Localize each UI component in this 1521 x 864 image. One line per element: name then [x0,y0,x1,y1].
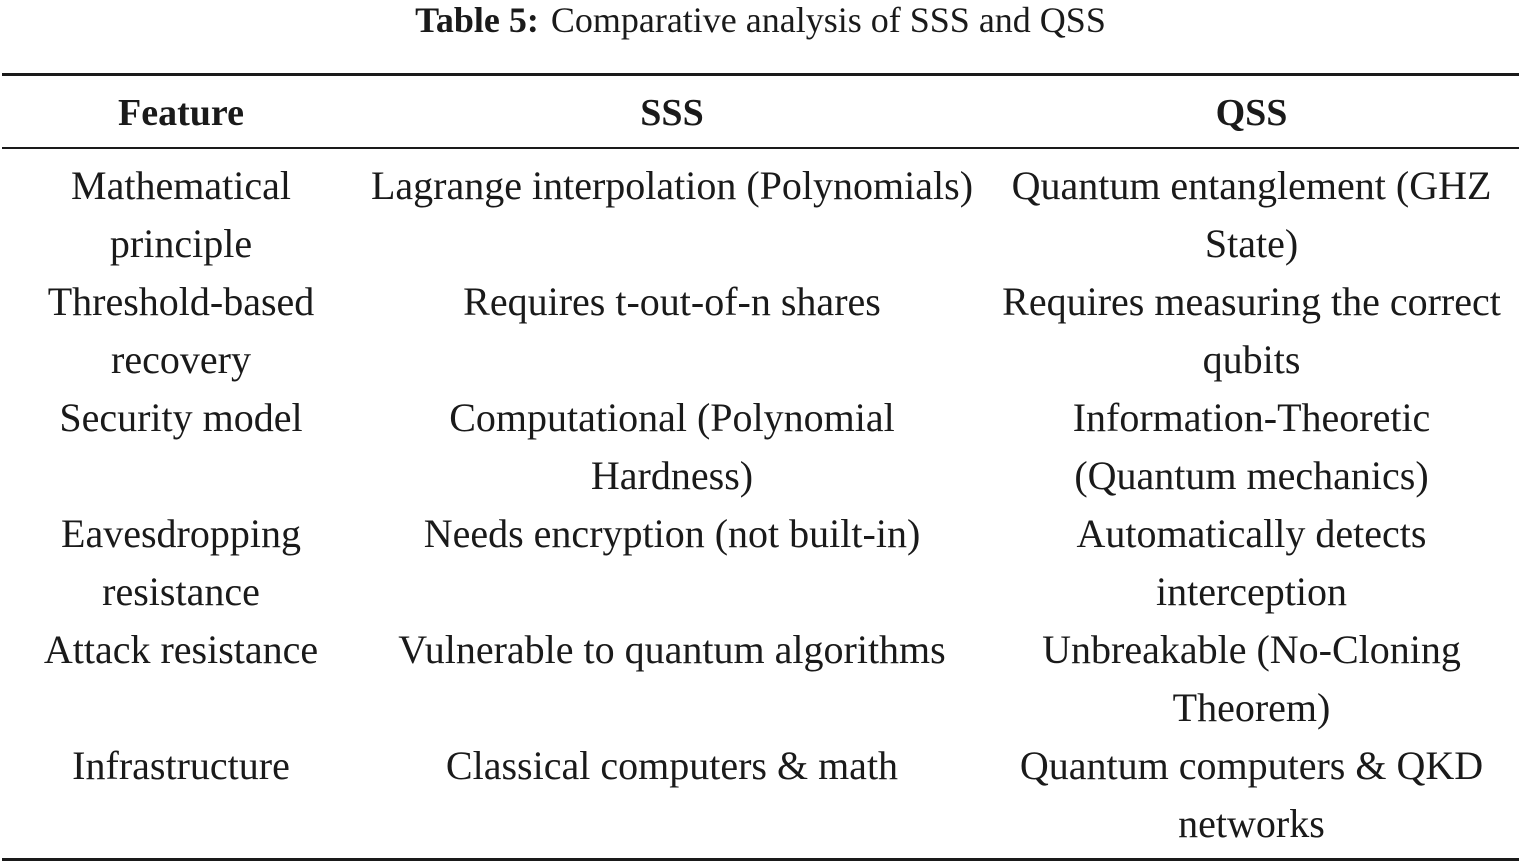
cell-feature: Security model [59,395,303,440]
cell-feature: Mathematical principle [71,163,291,266]
cell-sss: Lagrange interpolation (Polynomials) [370,163,974,208]
table-row: Threshold-based recovery Requires t-out-… [0,273,1521,389]
table-row: Mathematical principle Lagrange interpol… [0,157,1521,273]
table-row: Attack resistance Vulnerable to quantum … [0,621,1521,737]
table-row: Infrastructure Classical computers & mat… [0,737,1521,853]
top-rule [2,73,1519,76]
cell-feature: Eavesdropping resistance [61,511,301,614]
cell-sss: Vulnerable to quantum algorithms [398,627,946,672]
table-caption-label: Table 5: [415,0,539,40]
cell-qss: Quantum computers & QKD networks [1019,743,1484,846]
header-row: Feature SSS QSS [0,80,1521,147]
header-rule [2,147,1519,149]
cell-sss: Computational (Polynomial Hardness) [449,395,895,498]
cell-qss: Information-Theoretic (Quantum mechanics… [1072,395,1431,498]
bottom-rule [2,858,1519,861]
header-qss: QSS [1215,92,1288,134]
cell-qss: Unbreakable (No-Cloning Theorem) [1042,627,1461,730]
cell-qss: Quantum entanglement (GHZ State) [1011,163,1492,266]
cell-feature: Threshold-based recovery [47,279,315,382]
cell-sss: Classical computers & math [445,743,899,788]
header-feature: Feature [118,92,244,134]
table-caption: Table 5: Comparative analysis of SSS and … [0,0,1521,40]
cell-sss: Needs encryption (not built-in) [423,511,921,556]
header-sss: SSS [640,92,704,134]
table-row: Security model Computational (Polynomial… [0,389,1521,505]
cell-feature: Attack resistance [43,627,319,672]
cell-feature: Infrastructure [72,743,290,788]
comparison-table: Feature SSS QSS Mathematical principle L… [0,80,1521,853]
table-row: Eavesdropping resistance Needs encryptio… [0,505,1521,621]
table-caption-text: Comparative analysis of SSS and QSS [550,0,1106,40]
cell-qss: Requires measuring the correct qubits [1002,279,1501,382]
cell-qss: Automatically detects interception [1076,511,1427,614]
cell-sss: Requires t-out-of-n shares [463,279,881,324]
